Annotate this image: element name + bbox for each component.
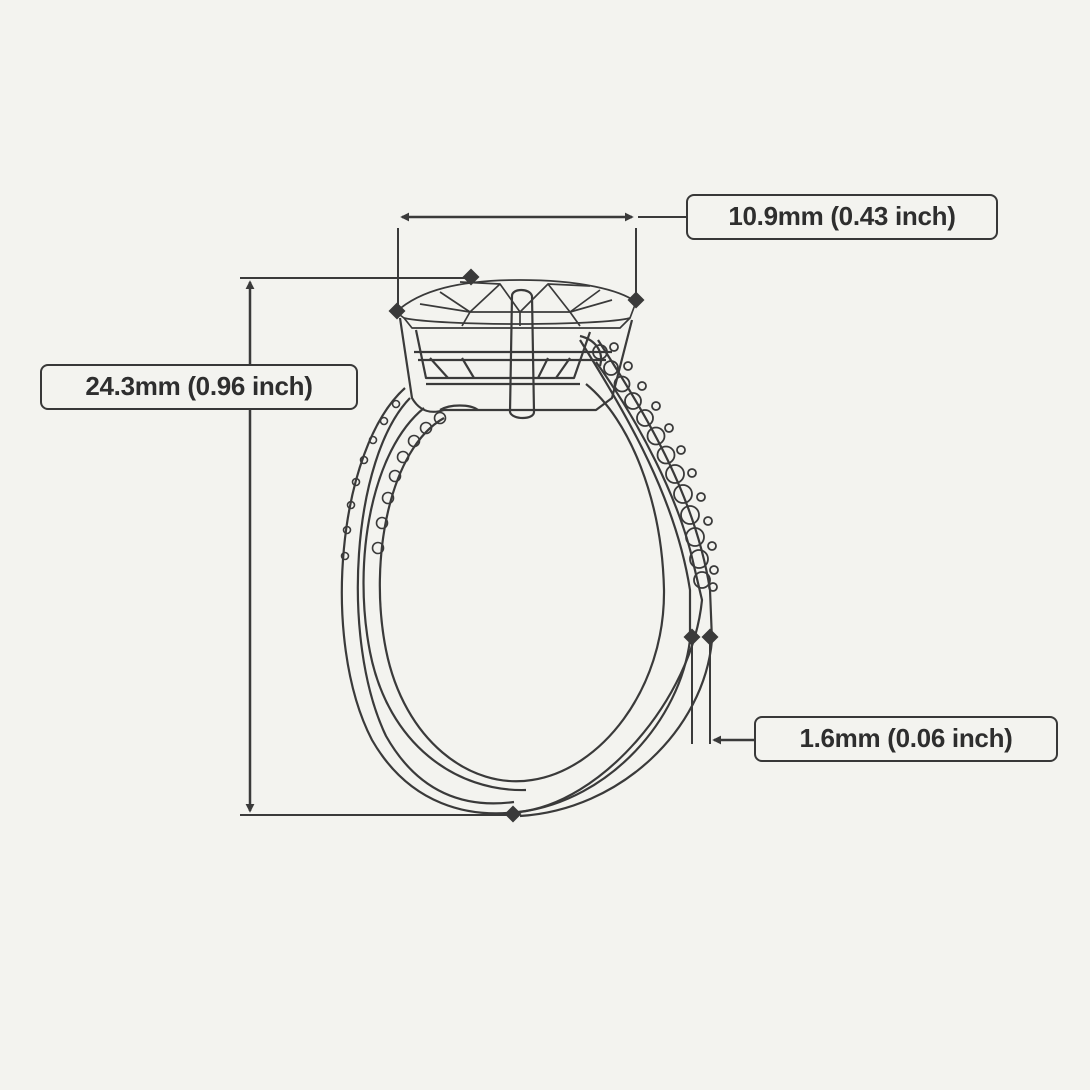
gemstone: [395, 279, 637, 329]
pave-stones-right: [592, 342, 719, 592]
dimension-width: [388, 212, 686, 320]
width-dimension-label: 10.9mm (0.43 inch): [686, 194, 998, 240]
ring-setting: [398, 288, 634, 420]
ring-band: [340, 339, 714, 818]
band-width-dimension-label: 1.6mm (0.06 inch): [754, 716, 1058, 762]
height-dimension-label: 24.3mm (0.96 inch): [40, 364, 358, 410]
dimension-band: [683, 628, 754, 745]
pave-stones-left: [340, 399, 447, 561]
